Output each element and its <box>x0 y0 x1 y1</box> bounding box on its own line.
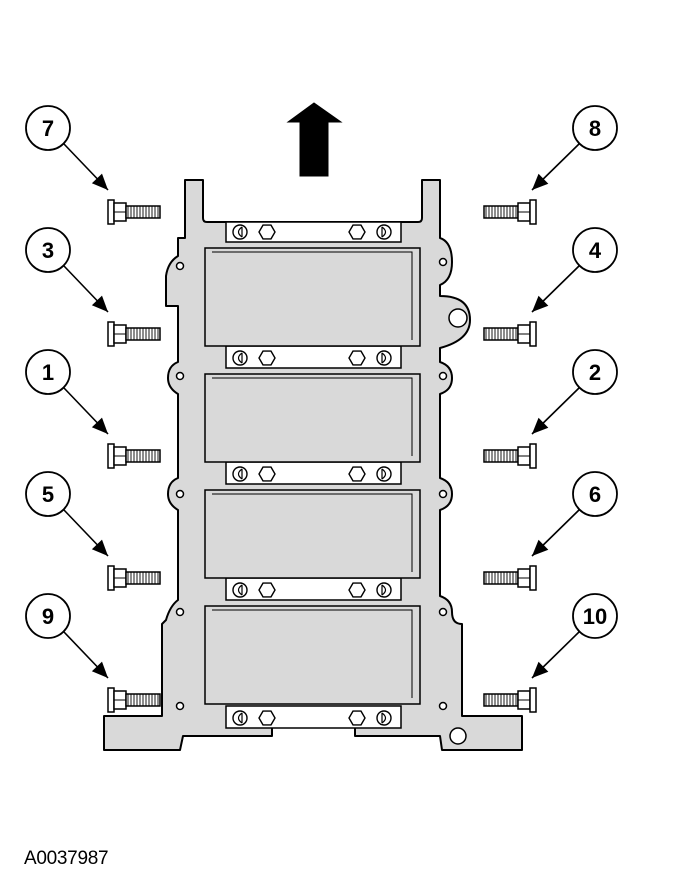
up-arrow-icon <box>286 102 343 177</box>
dowel-icon <box>232 466 248 482</box>
callout-circle <box>572 471 618 517</box>
hex-nut-icon <box>348 710 366 726</box>
callout-number: 9 <box>42 604 54 629</box>
callout-number: 3 <box>42 238 54 263</box>
flange-bolt-icon <box>483 687 537 713</box>
hex-nut-icon <box>258 710 276 726</box>
dowel-icon <box>376 582 392 598</box>
dowel-icon <box>232 350 248 366</box>
dowel-icon <box>232 710 248 726</box>
callout-circle <box>25 105 71 151</box>
flange-bolt-icon <box>107 443 161 469</box>
bolt-callout-5: 5 <box>25 471 161 591</box>
leader-arrow-icon <box>532 173 549 190</box>
leader-arrow-icon <box>91 539 108 556</box>
leader-arrow-icon <box>91 173 108 190</box>
callout-circle <box>572 349 618 395</box>
bolt-callout-8: 8 <box>483 105 618 225</box>
bolt-callout-7: 7 <box>25 105 161 225</box>
leader-arrow-icon <box>532 295 549 312</box>
dowel-icon <box>376 710 392 726</box>
dowel-icon <box>232 224 248 240</box>
callout-circle <box>572 105 618 151</box>
callout-circle <box>572 593 618 639</box>
dowel-icon <box>376 224 392 240</box>
hex-nut-icon <box>348 350 366 366</box>
flange-bolt-icon <box>107 321 161 347</box>
bolt-callout-1: 1 <box>25 349 161 469</box>
callout-number: 6 <box>589 482 601 507</box>
dowel-icon <box>376 350 392 366</box>
callout-circle <box>572 227 618 273</box>
flange-bolt-icon <box>107 687 161 713</box>
hex-nut-icon <box>348 582 366 598</box>
leader-arrow-icon <box>91 417 108 434</box>
hex-nut-icon <box>258 224 276 240</box>
hex-nut-icon <box>258 582 276 598</box>
flange-bolt-icon <box>483 565 537 591</box>
flange-bolt-icon <box>483 443 537 469</box>
callout-circle <box>25 349 71 395</box>
hex-nut-icon <box>348 466 366 482</box>
callout-number: 10 <box>583 604 607 629</box>
hex-nut-icon <box>348 224 366 240</box>
callout-number: 7 <box>42 116 54 141</box>
hex-nut-icon <box>258 466 276 482</box>
callout-circle <box>25 227 71 273</box>
bearing-cap <box>204 247 421 705</box>
bolt-callout-10: 10 <box>483 593 618 713</box>
flange-bolt-icon <box>107 199 161 225</box>
bolt-callout-4: 4 <box>483 227 618 347</box>
bolt-callout-9: 9 <box>25 593 161 713</box>
figure-reference-id: A0037987 <box>24 848 109 869</box>
callout-number: 2 <box>589 360 601 385</box>
bolt-callouts: 7 8 3 4 1 2 5 6 9 10 <box>25 105 618 713</box>
callout-number: 4 <box>589 238 602 263</box>
flange-bolt-icon <box>483 321 537 347</box>
bolt-callout-3: 3 <box>25 227 161 347</box>
hex-nut-icon <box>258 350 276 366</box>
callout-circle <box>25 471 71 517</box>
cap-hardware <box>232 224 392 726</box>
bolt-callout-6: 6 <box>483 471 618 591</box>
dowel-icon <box>376 466 392 482</box>
dowel-icon <box>232 582 248 598</box>
leader-arrow-icon <box>532 417 549 434</box>
leader-arrow-icon <box>532 539 549 556</box>
leader-arrow-icon <box>91 295 108 312</box>
mounting-holes <box>175 257 468 745</box>
callout-number: 5 <box>42 482 54 507</box>
leader-arrow-icon <box>532 661 549 678</box>
flange-bolt-icon <box>483 199 537 225</box>
callout-number: 1 <box>42 360 54 385</box>
bearing-cap-inner-line <box>212 251 413 698</box>
callout-circle <box>25 593 71 639</box>
callout-number: 8 <box>589 116 601 141</box>
leader-arrow-icon <box>91 661 108 678</box>
flange-bolt-icon <box>107 565 161 591</box>
bolt-callout-2: 2 <box>483 349 618 469</box>
